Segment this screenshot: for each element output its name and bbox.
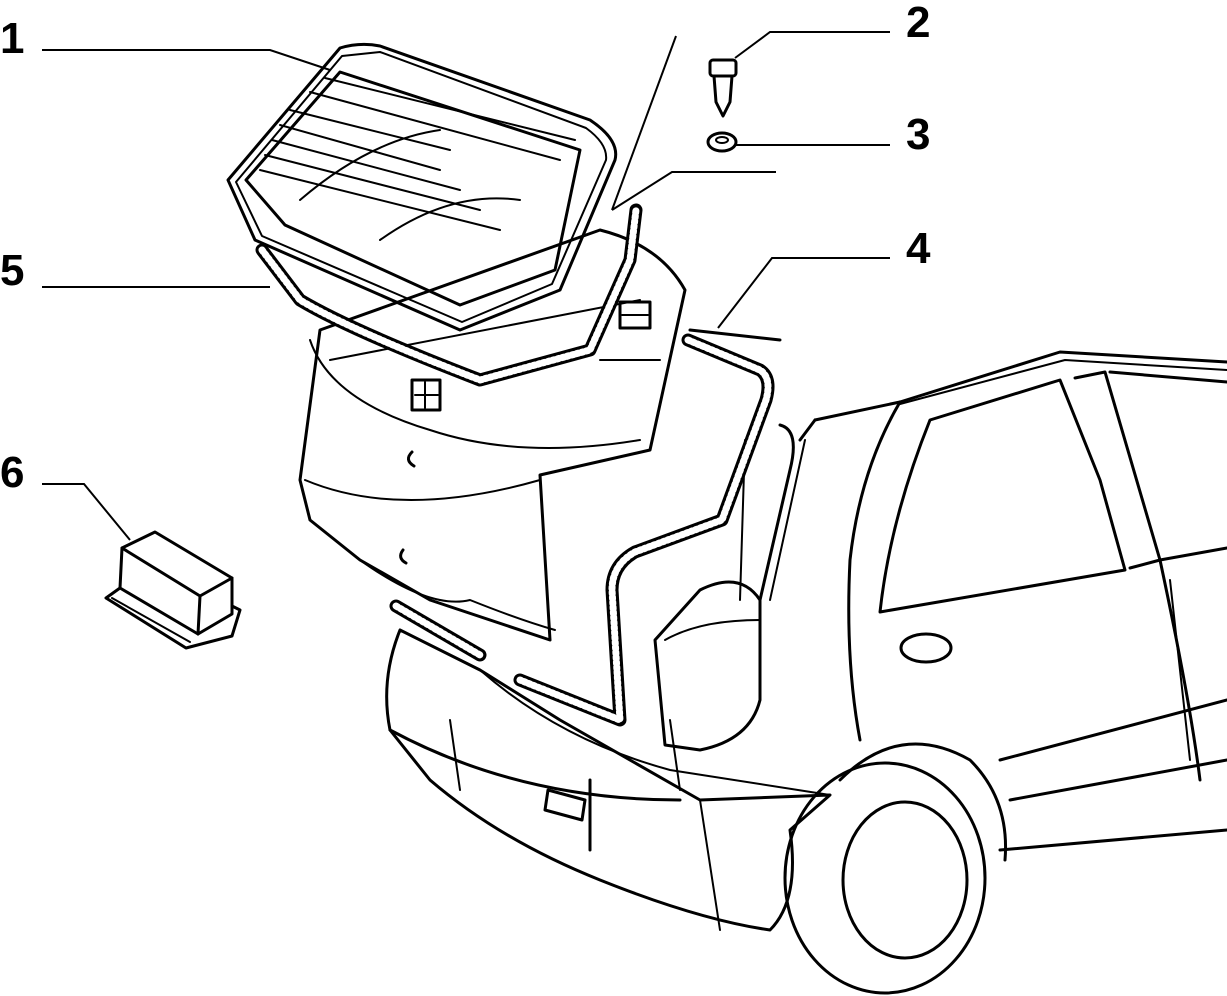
callout-3: 3 [906, 110, 931, 159]
callout-4: 4 [906, 224, 931, 273]
tailgate [298, 228, 782, 642]
callout-5: 5 [0, 246, 25, 295]
seal-5 [255, 203, 643, 387]
rear-window-glass [226, 42, 618, 332]
stud-pin [708, 58, 738, 118]
spacer-block [104, 530, 242, 650]
seal-4 [389, 333, 775, 727]
callout-1: 1 [0, 14, 25, 63]
callout-2: 2 [906, 0, 931, 47]
nut [706, 131, 738, 153]
callout-6: 6 [0, 448, 25, 497]
leader-lines [42, 31, 890, 541]
car-body-outline [385, 350, 1227, 995]
